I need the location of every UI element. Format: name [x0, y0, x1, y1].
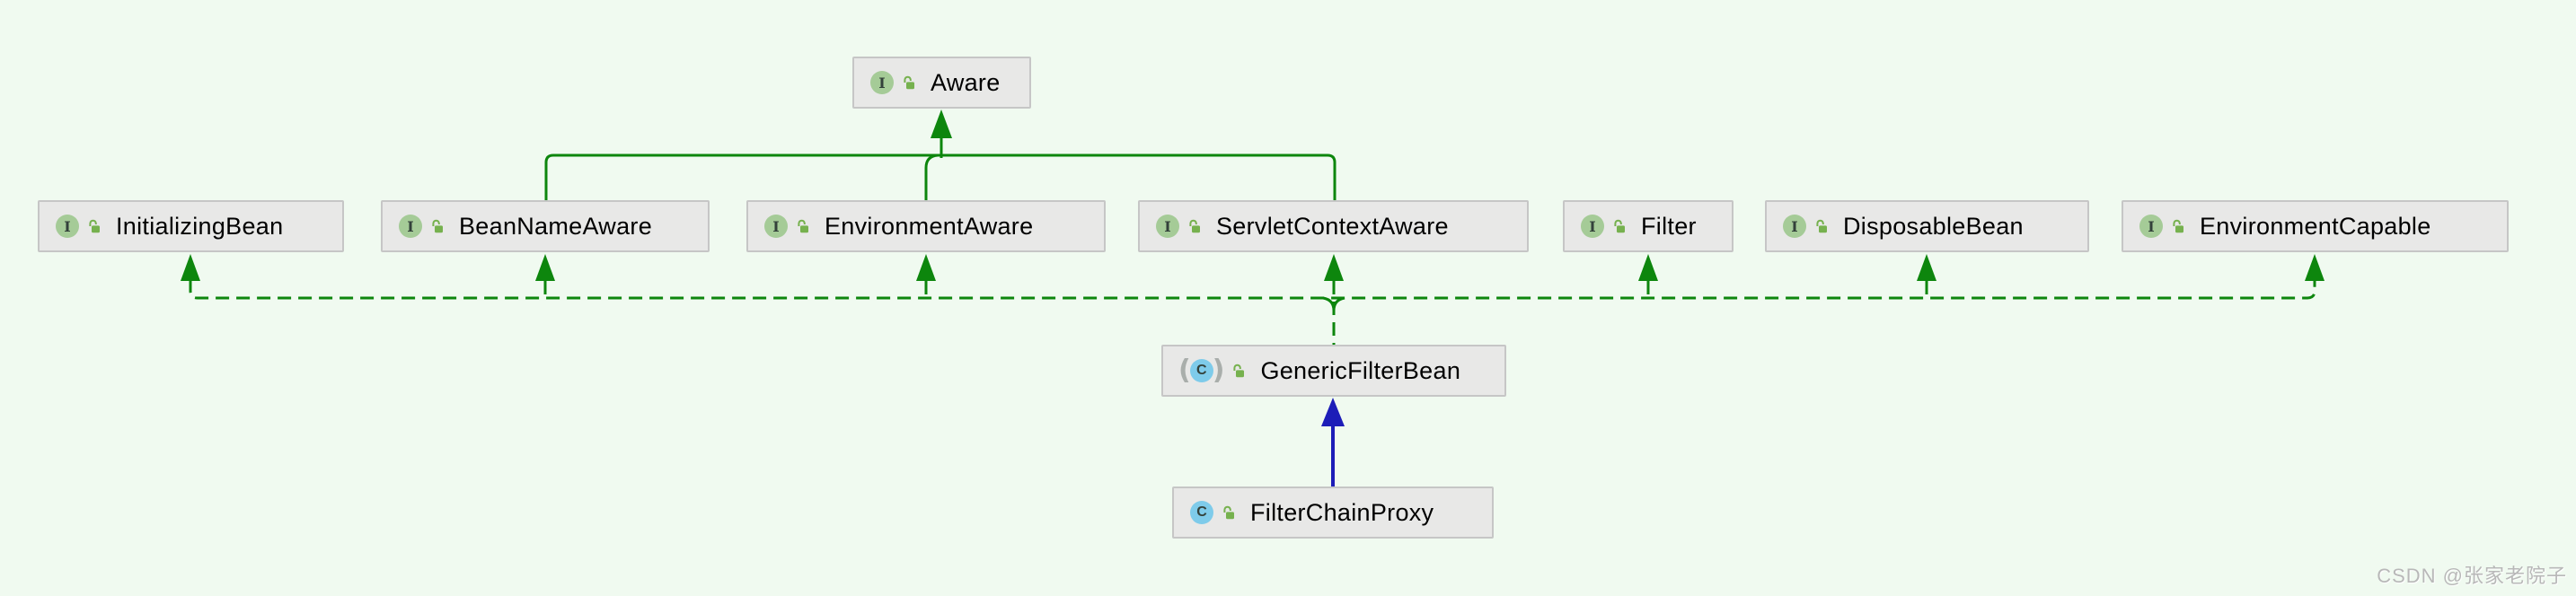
implements-arrowheads — [181, 254, 2325, 281]
node-disposable-bean[interactable]: I DisposableBean — [1765, 200, 2089, 252]
node-bean-name-aware[interactable]: I BeanNameAware — [381, 200, 710, 252]
node-filter[interactable]: I Filter — [1563, 200, 1734, 252]
public-lock-icon — [1612, 219, 1627, 234]
edge-junction-curves — [1322, 296, 1345, 311]
public-lock-icon — [796, 219, 810, 234]
interface-icon: I — [1581, 215, 1604, 238]
arrowhead-servletcontextaware — [1324, 254, 1344, 281]
public-lock-icon — [2171, 219, 2185, 234]
interface-icon: I — [399, 215, 422, 238]
node-environment-aware[interactable]: I EnvironmentAware — [746, 200, 1106, 252]
node-environment-capable[interactable]: I EnvironmentCapable — [2122, 200, 2509, 252]
node-label: BeanNameAware — [459, 212, 653, 240]
edge-group-implements — [189, 279, 2316, 345]
node-label: DisposableBean — [1843, 212, 2024, 240]
arrowhead-initializingbean — [181, 254, 200, 281]
node-filter-chain-proxy[interactable]: C FilterChainProxy — [1172, 486, 1494, 539]
public-lock-icon — [430, 219, 445, 234]
public-lock-icon — [902, 75, 916, 91]
public-lock-icon — [1231, 364, 1246, 379]
class-icon: C — [1190, 501, 1213, 524]
node-aware[interactable]: I Aware — [852, 57, 1031, 109]
interface-icon: I — [1783, 215, 1806, 238]
public-lock-icon — [1187, 219, 1202, 234]
interface-icon: I — [1156, 215, 1179, 238]
node-label: Filter — [1641, 212, 1697, 240]
edge-group-extends-aware — [544, 136, 1337, 200]
interface-icon: I — [870, 71, 894, 94]
abstract-class-icon: ( C ) — [1178, 355, 1225, 386]
public-lock-icon — [1814, 219, 1829, 234]
node-label: GenericFilterBean — [1260, 356, 1461, 384]
public-lock-icon — [87, 219, 101, 234]
edge-environmentaware-branch — [924, 153, 939, 200]
node-label: EnvironmentAware — [825, 212, 1034, 240]
node-label: ServletContextAware — [1216, 212, 1449, 240]
interface-icon: I — [764, 215, 788, 238]
node-label: InitializingBean — [116, 212, 284, 240]
junction-curve-left — [1322, 296, 1336, 311]
arrowhead-genericfilterbean — [1321, 398, 1345, 426]
junction-curve-right — [1332, 296, 1345, 311]
node-initializing-bean[interactable]: I InitializingBean — [38, 200, 344, 252]
edge-extends-aware-bus — [544, 153, 1337, 200]
interface-icon: I — [2139, 215, 2163, 238]
node-label: FilterChainProxy — [1250, 498, 1434, 526]
arrowhead-filter — [1638, 254, 1658, 281]
arrowhead-environmentaware — [916, 254, 936, 281]
public-lock-icon — [1222, 505, 1236, 521]
csdn-watermark: CSDN @张家老院子 — [2377, 565, 2567, 587]
edge-implements-bus — [189, 279, 2316, 300]
arrowhead-environmentcapable — [2305, 254, 2325, 281]
node-servlet-context-aware[interactable]: I ServletContextAware — [1138, 200, 1529, 252]
arrowhead-disposablebean — [1917, 254, 1936, 281]
node-label: EnvironmentCapable — [2200, 212, 2431, 240]
arrowhead-extends-aware — [931, 110, 952, 138]
node-generic-filter-bean[interactable]: ( C ) GenericFilterBean — [1161, 345, 1506, 397]
interface-icon: I — [56, 215, 79, 238]
node-label: Aware — [931, 68, 1001, 96]
arrowhead-beannameaware — [535, 254, 555, 281]
